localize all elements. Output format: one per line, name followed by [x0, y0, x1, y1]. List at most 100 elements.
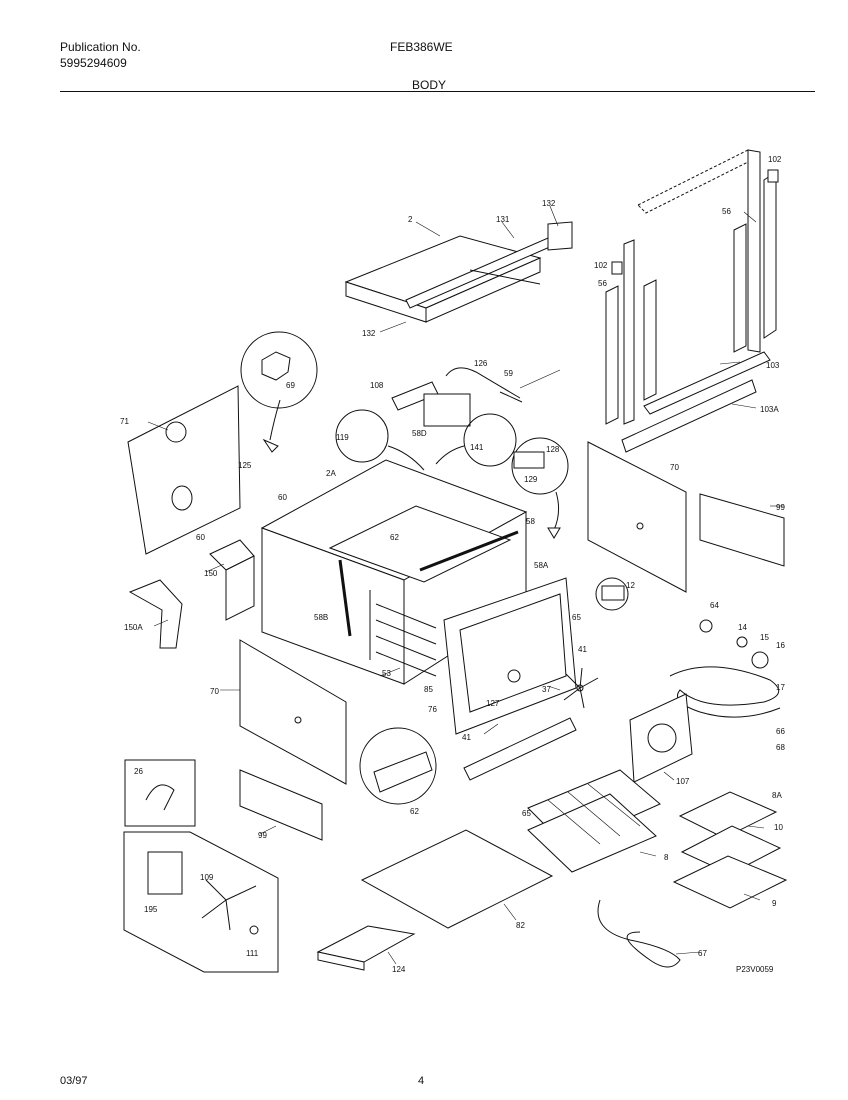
leader-lines	[147, 205, 784, 965]
callout-58b: 58B	[314, 613, 328, 622]
callout-16: 16	[776, 641, 785, 650]
callout-150a: 150A	[124, 623, 143, 632]
callout-103: 103	[766, 361, 780, 370]
callout-131: 131	[496, 215, 510, 224]
model-number: FEB386WE	[390, 40, 453, 54]
callout-71: 71	[120, 417, 129, 426]
publication-number: 5995294609	[60, 56, 127, 70]
callout-41-left: 41	[462, 733, 471, 742]
callout-103a: 103A	[760, 405, 779, 414]
callout-70-left: 70	[210, 687, 219, 696]
callout-82: 82	[516, 921, 525, 930]
part-side-panel-70-right	[587, 441, 687, 593]
part-bake-element-lower	[463, 717, 577, 781]
callout-58: 58	[526, 517, 535, 526]
callout-9: 9	[772, 899, 777, 908]
part-upper-components	[391, 367, 523, 427]
callout-60-lower: 60	[196, 533, 205, 542]
callout-132-bottom: 132	[362, 329, 376, 338]
part-fan-blade	[563, 667, 599, 709]
callout-141: 141	[470, 443, 484, 452]
callout-62-upper: 62	[390, 533, 399, 542]
callout-67: 67	[698, 949, 707, 958]
callout-195: 195	[144, 905, 158, 914]
callout-107: 107	[676, 777, 690, 786]
footer-page-number: 4	[418, 1075, 425, 1087]
callout-85: 85	[424, 685, 433, 694]
callout-10: 10	[774, 823, 783, 832]
callout-126: 126	[474, 359, 488, 368]
callout-125: 125	[238, 461, 252, 470]
part-oven-body	[260, 459, 528, 685]
callout-26: 26	[134, 767, 143, 776]
callout-58d: 58D	[412, 429, 427, 438]
part-frame-rails	[605, 149, 779, 453]
callout-70-right: 70	[670, 463, 679, 472]
callout-labels: 2 131 132 132 102 102 56 56 103 103A 71 …	[120, 155, 785, 974]
detail-circles-mid	[335, 409, 569, 539]
part-drawer-124	[316, 925, 416, 971]
part-door-frame	[338, 530, 577, 735]
callout-56-left: 56	[598, 279, 607, 288]
callout-56-right: 56	[722, 207, 731, 216]
part-fan-cover-107	[629, 693, 693, 783]
callout-66: 66	[776, 727, 785, 736]
callout-62-lower: 62	[410, 807, 419, 816]
callout-14: 14	[738, 623, 747, 632]
callout-17: 17	[776, 683, 785, 692]
part-broil-element	[669, 619, 781, 718]
callout-65-lower: 65	[522, 809, 531, 818]
callout-59: 59	[504, 369, 513, 378]
callout-76: 76	[428, 705, 437, 714]
callout-65: 65	[572, 613, 581, 622]
callout-58a: 58A	[534, 561, 549, 570]
publication-label: Publication No.	[60, 40, 141, 54]
part-bottom-panel-82	[360, 829, 554, 929]
callout-37: 37	[542, 685, 551, 694]
callout-119: 119	[336, 433, 349, 442]
callout-64: 64	[710, 601, 719, 610]
callout-111: 111	[246, 949, 259, 958]
figure-id: P23V0059	[736, 965, 774, 974]
callout-102-left: 102	[594, 261, 608, 270]
part-oven-racks	[527, 769, 661, 873]
detail-box-fan-assembly	[123, 831, 279, 973]
callout-8: 8	[664, 853, 669, 862]
callout-150: 150	[204, 569, 218, 578]
part-control-board-right	[699, 493, 785, 567]
part-back-panel-71	[127, 385, 241, 555]
callout-99-right: 99	[776, 503, 785, 512]
callout-53: 53	[382, 669, 391, 678]
callout-2: 2	[408, 215, 413, 224]
callout-127: 127	[486, 699, 500, 708]
callout-99-lower: 99	[258, 831, 267, 840]
callout-129: 129	[524, 475, 538, 484]
part-side-panel-70-left	[239, 639, 347, 785]
part-bake-element-67	[597, 899, 681, 968]
callout-124: 124	[392, 965, 406, 974]
callout-68: 68	[776, 743, 785, 752]
detail-circle-62	[359, 727, 437, 805]
callout-12: 12	[626, 581, 635, 590]
part-motor-12	[595, 577, 629, 611]
detail-box-26	[124, 759, 196, 827]
callout-69: 69	[286, 381, 295, 390]
part-brackets	[128, 539, 255, 649]
detail-circle-69	[240, 331, 318, 453]
callout-8a: 8A	[772, 791, 782, 800]
callout-132-top: 132	[542, 199, 556, 208]
callout-2a: 2A	[326, 469, 336, 478]
callout-109: 109	[200, 873, 214, 882]
callout-128: 128	[546, 445, 560, 454]
callout-60-upper: 60	[278, 493, 287, 502]
footer-date: 03/97	[60, 1075, 88, 1087]
part-top-panel	[344, 221, 573, 323]
callout-108: 108	[370, 381, 384, 390]
callout-15: 15	[760, 633, 769, 642]
callout-102-top: 102	[768, 155, 782, 164]
callout-41-right: 41	[578, 645, 587, 654]
part-broil-pan	[672, 791, 788, 909]
header-rule	[60, 91, 815, 92]
part-control-board-lower	[239, 769, 323, 841]
